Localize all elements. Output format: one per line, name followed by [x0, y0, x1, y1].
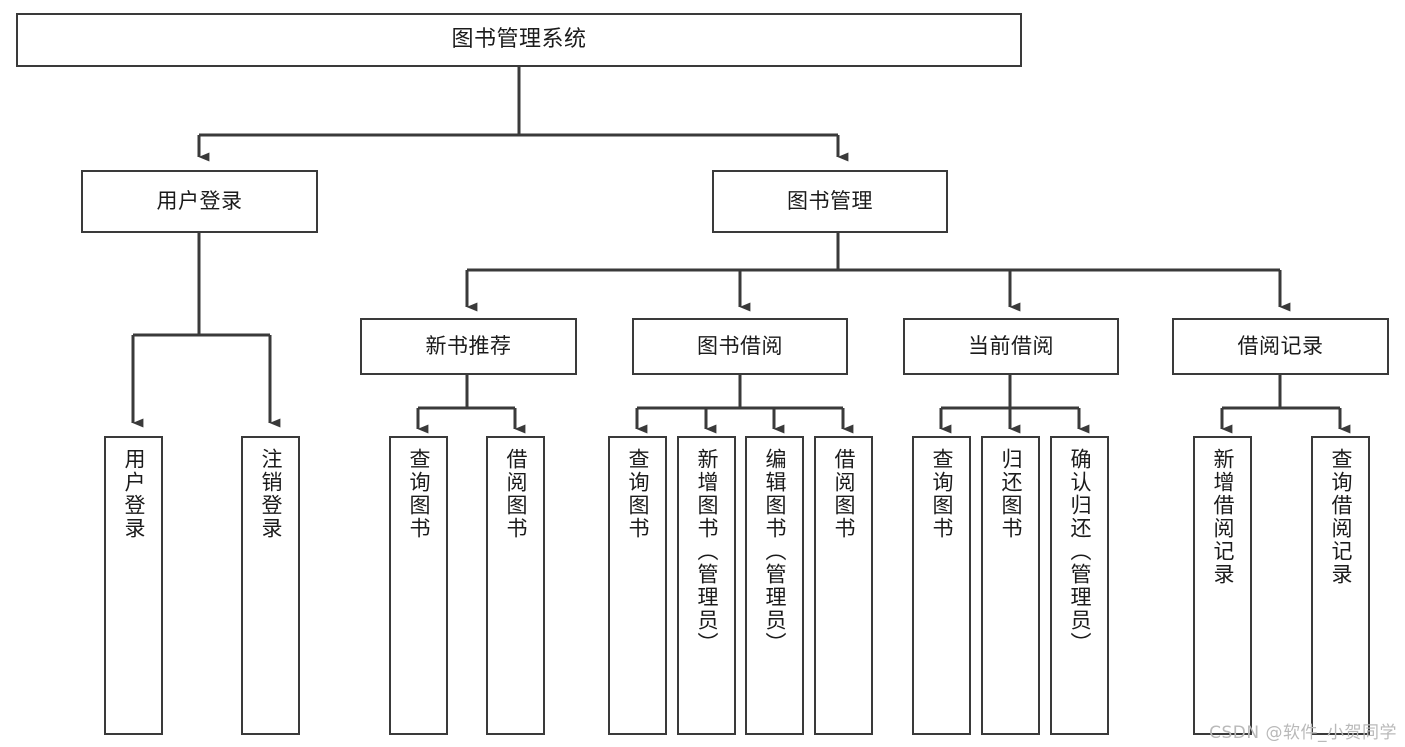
leaf-return-book[interactable]: 归还图书 [981, 436, 1040, 735]
leaf-borrow-book-recommend[interactable]: 借阅图书 [486, 436, 545, 735]
leaf-query-book-current[interactable]: 查询图书 [912, 436, 971, 735]
leaf-edit-book-admin[interactable]: 编辑图书（管理员） [745, 436, 804, 735]
leaf-borrow-book[interactable]: 借阅图书 [814, 436, 873, 735]
node-book-manage[interactable]: 图书管理 [712, 170, 948, 233]
node-label: 新增图书（管理员） [695, 448, 719, 655]
node-label: 编辑图书（管理员） [763, 448, 787, 655]
node-root-system[interactable]: 图书管理系统 [16, 13, 1022, 67]
leaf-confirm-return-admin[interactable]: 确认归还（管理员） [1050, 436, 1109, 735]
node-label: 查询图书 [626, 448, 650, 540]
watermark-text: CSDN @软件_小贺同学 [1209, 723, 1397, 743]
node-label: 借阅记录 [1237, 334, 1324, 359]
leaf-query-book-borrow[interactable]: 查询图书 [608, 436, 667, 735]
node-label: 查询图书 [407, 448, 431, 540]
leaf-user-login[interactable]: 用户登录 [104, 436, 163, 735]
node-label: 借阅图书 [504, 448, 528, 540]
node-label: 借阅图书 [832, 448, 856, 540]
leaf-add-book-admin[interactable]: 新增图书（管理员） [677, 436, 736, 735]
node-label: 查询图书 [930, 448, 954, 540]
node-label: 图书借阅 [697, 334, 783, 359]
node-new-book-recommend[interactable]: 新书推荐 [360, 318, 577, 375]
node-label: 注销登录 [259, 448, 283, 540]
node-user-login[interactable]: 用户登录 [81, 170, 318, 233]
node-label: 用户登录 [156, 189, 243, 214]
node-current-borrow[interactable]: 当前借阅 [903, 318, 1119, 375]
node-book-borrow[interactable]: 图书借阅 [632, 318, 848, 375]
node-borrow-record[interactable]: 借阅记录 [1172, 318, 1389, 375]
node-label: 新增借阅记录 [1211, 448, 1235, 586]
leaf-query-borrow-record[interactable]: 查询借阅记录 [1311, 436, 1370, 735]
node-label: 图书管理 [787, 189, 873, 214]
node-label: 确认归还（管理员） [1068, 448, 1092, 655]
node-label: 新书推荐 [425, 334, 512, 359]
node-label: 用户登录 [122, 448, 146, 540]
node-label: 归还图书 [999, 448, 1023, 540]
leaf-logout[interactable]: 注销登录 [241, 436, 300, 735]
node-label: 图书管理系统 [451, 27, 587, 53]
leaf-add-borrow-record[interactable]: 新增借阅记录 [1193, 436, 1252, 735]
leaf-query-book-recommend[interactable]: 查询图书 [389, 436, 448, 735]
node-label: 当前借阅 [968, 334, 1054, 359]
node-label: 查询借阅记录 [1329, 448, 1353, 586]
